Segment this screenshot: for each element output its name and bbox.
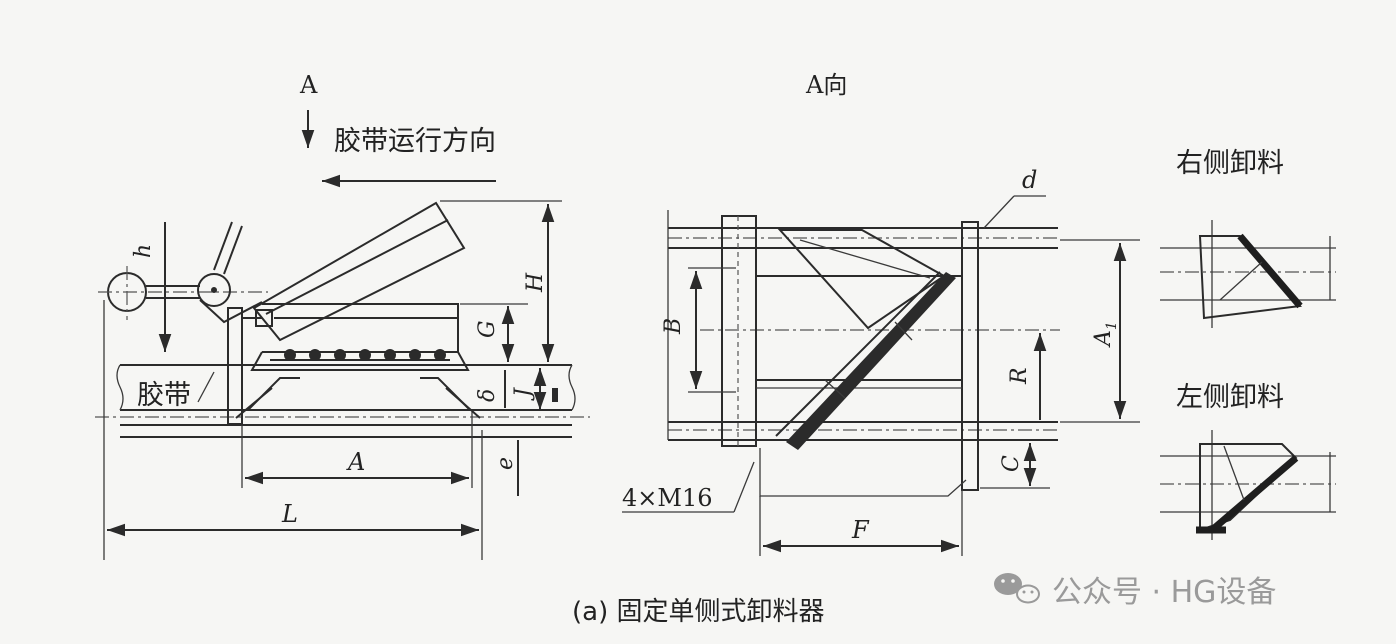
tray-base xyxy=(250,351,470,371)
view-marker-a: A xyxy=(299,71,318,99)
roller-row xyxy=(284,349,446,361)
dim-L-label: L xyxy=(281,500,298,528)
ld-inner xyxy=(1223,445,1245,501)
watermark: 公众号 · HG设备 xyxy=(994,573,1276,610)
bolt-leader-left xyxy=(733,461,755,513)
leg-left xyxy=(247,377,300,411)
handle-right xyxy=(223,225,243,275)
tray-body xyxy=(262,303,459,353)
dim-d-label: d xyxy=(1022,166,1037,194)
pivot-pin xyxy=(211,287,217,293)
belt-direction-label: 胶带运行方向 xyxy=(334,126,496,157)
pivot-bracket xyxy=(199,299,263,324)
dim-e-label: e xyxy=(493,457,518,470)
rd-blade xyxy=(1237,233,1303,309)
dim-delta-label: δ xyxy=(475,389,500,402)
view-a: A向 d B A1 xyxy=(622,71,1140,556)
dim-A-label: A xyxy=(346,448,365,476)
plough-lower-edge xyxy=(775,271,941,437)
view-a-title: A向 xyxy=(805,71,847,99)
left-discharge-view: 左侧卸料 xyxy=(1160,382,1336,540)
bolt-leader-right xyxy=(759,448,967,497)
dim-B-label: B xyxy=(661,318,686,335)
end-plate-left xyxy=(721,215,757,447)
support-post xyxy=(227,307,243,425)
end-plate-right xyxy=(961,221,979,491)
watermark-text: 公众号 · HG设备 xyxy=(1052,575,1276,610)
leg-left-inner xyxy=(235,387,273,419)
dim-C-label: C xyxy=(999,455,1024,472)
hinge-block xyxy=(255,309,273,327)
blade-inner-edge xyxy=(265,219,449,315)
wechat-icon xyxy=(994,573,1040,604)
left-discharge-label: 左侧卸料 xyxy=(1176,382,1284,413)
dim-J-label: J xyxy=(511,387,536,401)
dim-R-label: R xyxy=(1007,367,1032,385)
leg-right xyxy=(420,377,471,411)
dim-d-leader xyxy=(983,195,1015,229)
plough-mark-2 xyxy=(894,321,913,341)
belt-clip xyxy=(552,388,558,402)
right-discharge-label: 右侧卸料 xyxy=(1176,148,1284,179)
side-view: A 胶带运行方向 胶带 h xyxy=(95,71,590,560)
dim-H-label: H xyxy=(523,272,548,293)
dim-h-label: h xyxy=(131,244,156,258)
pivot-hub xyxy=(197,273,231,307)
handle-left xyxy=(213,221,233,271)
belt-leader xyxy=(197,371,215,403)
ld-plough xyxy=(1199,443,1298,532)
dim-G-label: G xyxy=(475,320,500,338)
rd-inner xyxy=(1219,261,1263,301)
dim-F-label: F xyxy=(851,516,870,544)
right-discharge-view: 右侧卸料 xyxy=(1160,148,1336,328)
plough-upper-inner xyxy=(799,239,931,279)
belt-break-right xyxy=(568,364,576,411)
bolt-spec-label: 4×M16 xyxy=(622,484,713,512)
leg-right-inner xyxy=(445,387,481,419)
plough-blade xyxy=(252,201,466,342)
belt-break-left xyxy=(116,364,124,411)
plough-lower-blade xyxy=(786,272,956,450)
figure-caption: (a) 固定单侧式卸料器 xyxy=(572,597,825,627)
belt-label: 胶带 xyxy=(137,380,191,411)
ld-blade xyxy=(1209,455,1299,533)
dim-A1-label: A1 xyxy=(1091,321,1120,348)
plough-mark-1 xyxy=(824,379,846,399)
